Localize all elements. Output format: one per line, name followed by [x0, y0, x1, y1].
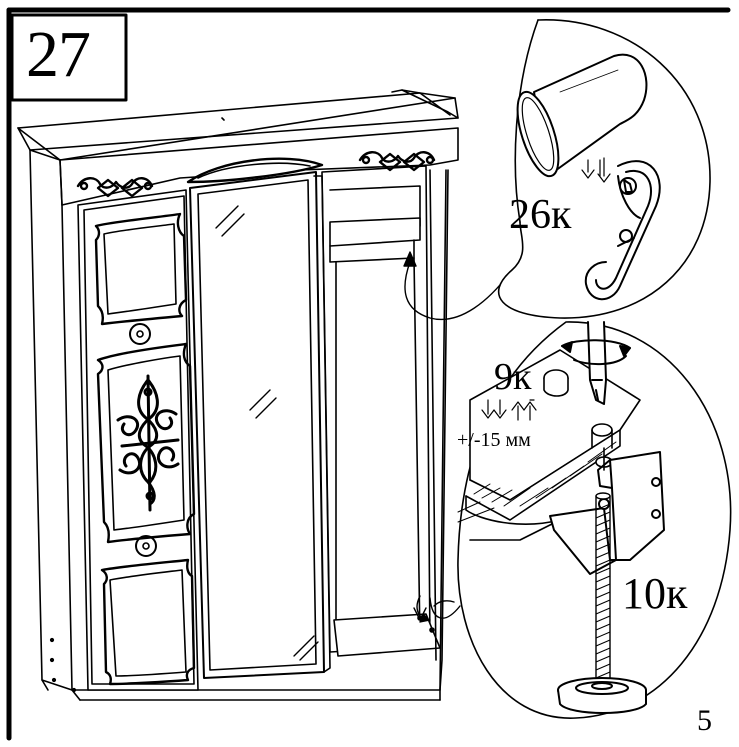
- mirror-reflection: [215, 205, 319, 661]
- bottom-shelf: [333, 613, 441, 657]
- top-panel: [94, 212, 188, 326]
- page-frame: [6, 7, 731, 741]
- threaded-rod-10k: [595, 492, 611, 689]
- screwdriver: [561, 321, 631, 405]
- detail-hanger: [497, 19, 711, 319]
- panel-carving: [116, 374, 180, 512]
- frieze-carving-left: [76, 177, 154, 198]
- wardrobe-drawing: [17, 89, 459, 701]
- part-label-hanger: 26к: [509, 192, 572, 238]
- step-number: 27: [26, 18, 91, 91]
- hanger-bracket-26k: [584, 160, 661, 301]
- mirror-door: [189, 171, 325, 679]
- leveler-foot: [557, 677, 647, 714]
- down-arrows: [581, 157, 611, 183]
- middle-panel: [96, 342, 196, 544]
- part-label-leveler: 10к: [622, 569, 688, 618]
- rail-tube: [516, 53, 648, 178]
- arrow-to-hanger: [403, 251, 513, 321]
- page-number: 5: [697, 704, 712, 737]
- adjust-range-label: +/-15 мм: [457, 429, 531, 451]
- step-number-box: [10, 13, 128, 102]
- bottom-panel: [100, 558, 196, 686]
- arrow-to-leveler: [413, 595, 461, 623]
- knob-bottom: [135, 535, 157, 557]
- side-holes: [49, 637, 77, 693]
- knob-top: [129, 323, 151, 345]
- detail-leveler: [457, 321, 732, 719]
- cap-9k: [543, 369, 569, 397]
- part-label-cap: 9к: [494, 356, 532, 398]
- shelf: [329, 217, 421, 247]
- adjust-arrows: [481, 399, 537, 421]
